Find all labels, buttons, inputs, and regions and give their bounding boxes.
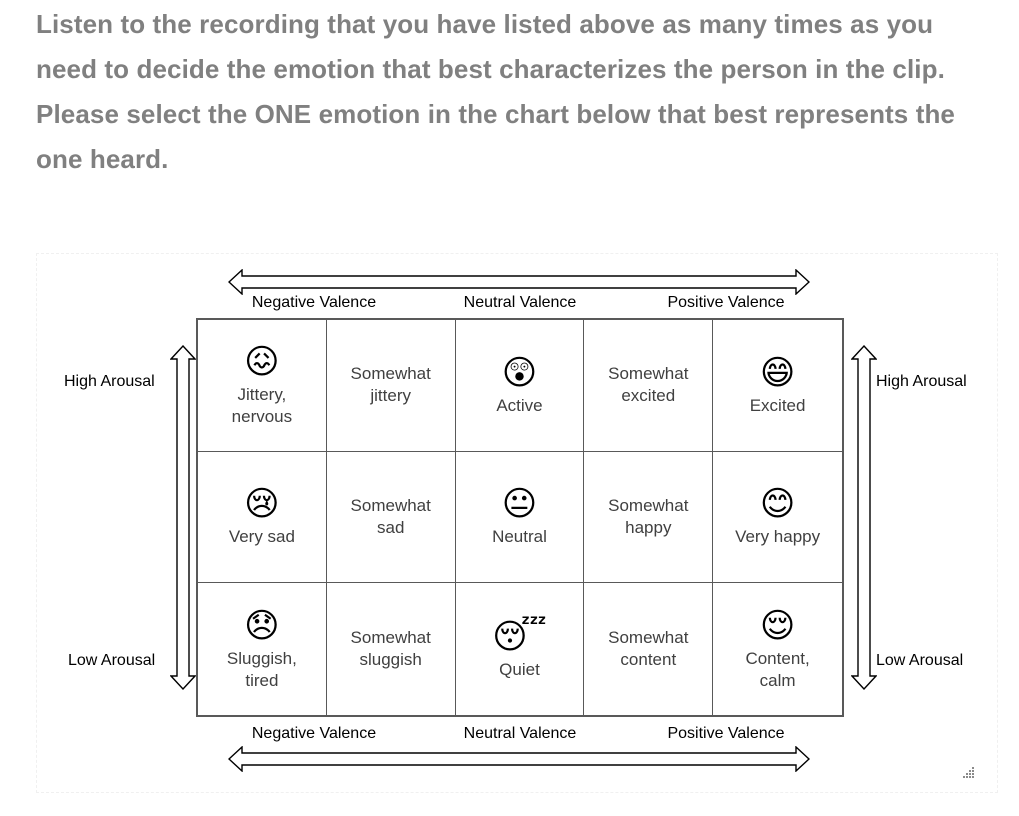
valence-labels-top: Negative Valence Neutral Valence Positiv… — [196, 293, 844, 313]
valence-label-neutral-bottom: Neutral Valence — [463, 725, 577, 742]
emotion-cell[interactable]: Somewhat excited — [584, 320, 714, 452]
arousal-label-low-left: Low Arousal — [68, 652, 156, 669]
valence-label-negative-bottom: Negative Valence — [251, 725, 377, 742]
smiling-face-blush-emoji: 😊 — [759, 484, 796, 525]
emotion-cell-label: Excited — [749, 395, 806, 415]
emotion-cell-label: Somewhat jittery — [350, 364, 431, 406]
emotion-grid: 😖Jittery, nervous Somewhat jittery 😲Active… — [196, 318, 844, 717]
emotion-cell-label: Somewhat excited — [608, 364, 689, 406]
resize-handle-icon[interactable] — [961, 766, 975, 780]
emotion-cell-label: Active — [496, 395, 543, 415]
emotion-cell-label: Somewhat sluggish — [350, 628, 431, 670]
neutral-face-emoji: 😐 — [501, 484, 538, 525]
emotion-cell[interactable]: 😴Quiet — [456, 583, 585, 715]
instruction-text: Listen to the recording that you have li… — [36, 9, 955, 174]
emotion-cell[interactable]: Somewhat happy — [584, 451, 714, 584]
disappointed-face-emoji: 😞 — [244, 605, 280, 646]
crying-face-emoji: 😢 — [244, 484, 280, 525]
emotion-cell-label: Jittery, nervous — [231, 384, 293, 426]
sleeping-face-emoji: 😴 — [492, 616, 547, 657]
valence-labels-bottom: Negative Valence Neutral Valence Positiv… — [196, 724, 844, 744]
arousal-label-high-left: High Arousal — [64, 373, 155, 390]
emotion-cell[interactable]: 😐Neutral — [455, 451, 585, 584]
arousal-axis-arrow-right — [850, 344, 878, 691]
emotion-cell-label: Very happy — [735, 527, 821, 547]
grinning-face-emoji: 😄 — [759, 352, 796, 393]
emotion-cell[interactable]: Somewhat sad — [326, 451, 456, 584]
emotion-chart-container — [36, 253, 998, 793]
emotion-cell-label: Content, calm — [745, 648, 810, 690]
emotion-cell[interactable]: Somewhat sluggish — [327, 583, 456, 715]
relieved-face-emoji: 😌 — [759, 605, 796, 646]
emotion-cell-label: Somewhat happy — [608, 495, 689, 537]
arousal-label-low-right: Low Arousal — [876, 652, 964, 669]
valence-label-positive-bottom: Positive Valence — [667, 725, 785, 742]
emotion-cell[interactable]: 😊Very happy — [713, 452, 842, 584]
emotion-cell-label: Somewhat sad — [350, 495, 431, 537]
valence-label-positive-top: Positive Valence — [667, 294, 785, 311]
valence-label-neutral-top: Neutral Valence — [463, 294, 577, 311]
valence-axis-arrow-bottom — [227, 745, 811, 773]
emotion-cell[interactable]: 😢Very sad — [198, 451, 327, 584]
emotion-cell-label: Sluggish, tired — [226, 648, 297, 690]
arousal-label-high-right: High Arousal — [876, 373, 967, 390]
emotion-cell[interactable]: Somewhat jittery — [326, 320, 456, 452]
confounded-face-emoji: 😖 — [244, 341, 280, 382]
emotion-cell[interactable]: 😌Content, calm — [713, 583, 842, 715]
emotion-cell[interactable]: 😖Jittery, nervous — [198, 320, 327, 452]
valence-label-negative-top: Negative Valence — [251, 294, 377, 311]
emotion-cell-label: Neutral — [492, 527, 547, 547]
astonished-face-emoji: 😲 — [501, 352, 538, 393]
emotion-cell-label: Quiet — [499, 659, 540, 679]
valence-axis-arrow-top — [227, 268, 811, 296]
emotion-cell[interactable]: Somewhat content — [584, 583, 714, 715]
emotion-cell[interactable]: 😄Excited — [713, 320, 842, 452]
arousal-axis-arrow-left — [169, 344, 197, 691]
emotion-cell-label: Somewhat content — [608, 628, 689, 670]
emotion-cell-label: Very sad — [228, 527, 295, 547]
emotion-cell[interactable]: 😲Active — [455, 320, 585, 452]
emotion-cell[interactable]: 😞Sluggish, tired — [198, 583, 327, 715]
